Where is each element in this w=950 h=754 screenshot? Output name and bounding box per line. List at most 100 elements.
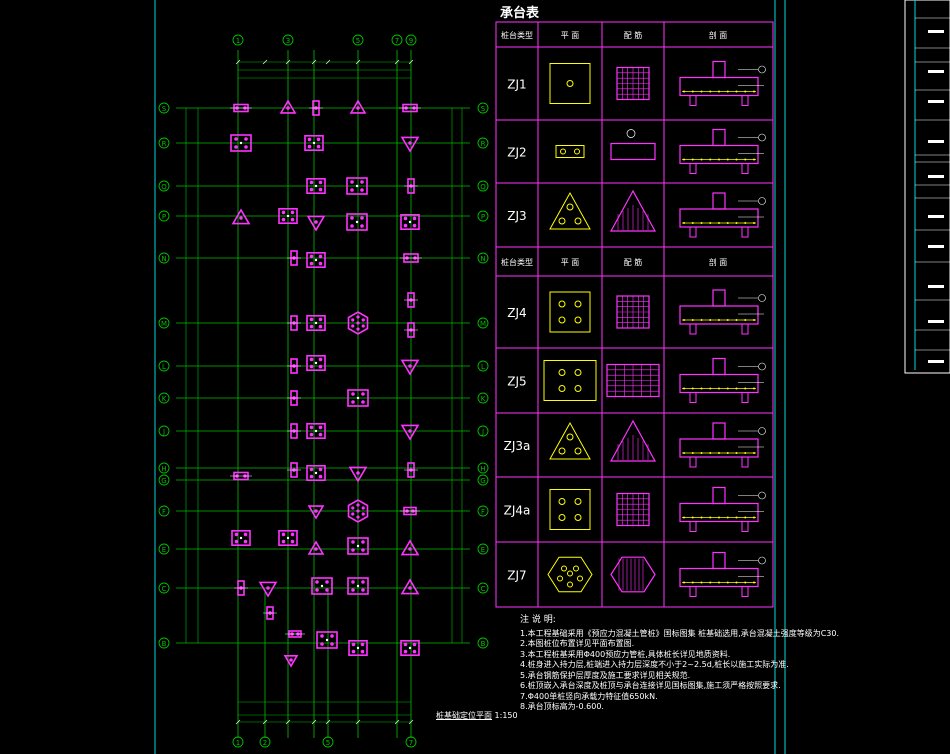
cap-plan-outline: [549, 291, 591, 333]
section-rebar-dot: [691, 387, 694, 390]
section-rebar-dot: [753, 90, 755, 93]
grid-bubble-label: S: [162, 105, 167, 113]
pile-cap: [306, 178, 326, 195]
section-rebar-dot: [744, 90, 747, 93]
table-header-cell: 桩台类型: [501, 30, 533, 40]
cap-center: [356, 396, 360, 400]
cap-plan-pile: [558, 514, 566, 521]
cap-plan-outline: [549, 489, 591, 530]
cap-center: [239, 536, 243, 540]
table-header-cell: 配 筋: [624, 257, 643, 267]
pile-cap: [400, 424, 420, 441]
pile-point: [360, 649, 365, 654]
section-rebar-dot: [691, 158, 694, 161]
grid-bubble-label: C: [162, 585, 167, 593]
grid-bubble: [158, 474, 170, 486]
pile-cap: [347, 537, 369, 555]
pile-point: [412, 642, 417, 647]
section-rebar-dot: [726, 516, 729, 519]
pile-point: [403, 642, 408, 647]
pile-cap: [283, 654, 299, 668]
cap-plan-outline: [549, 191, 591, 230]
section-pile: [689, 95, 697, 106]
title-block-mark: [928, 175, 944, 178]
title-block-mark: [928, 320, 944, 323]
grid-bubble: [158, 252, 170, 264]
cap-table-title: 承台表: [500, 6, 540, 21]
pile-point: [356, 315, 360, 319]
table-header-cell: 桩台类型: [501, 257, 533, 267]
pile-cap: [400, 578, 420, 595]
grid-bubble: [405, 34, 417, 46]
section-rebar-dot: [683, 158, 685, 161]
section-rebar-dot: [691, 319, 694, 321]
section-column: [712, 422, 726, 440]
pile-point: [318, 474, 323, 479]
pile-point: [318, 467, 323, 472]
section-rebar-dot: [700, 222, 703, 224]
pile-point: [316, 137, 321, 142]
cap-center: [356, 544, 360, 548]
pile-point: [315, 588, 319, 592]
pile-point: [309, 357, 314, 362]
pile-point: [350, 180, 354, 184]
pile-point: [360, 180, 364, 184]
pile-cap: [400, 214, 420, 231]
note-line: 5.承台钢筋保护层厚度及施工要求详见相关规范.: [520, 670, 691, 680]
cap-plan-pile: [574, 148, 580, 155]
table-header-cell: 配 筋: [624, 30, 643, 40]
pile-cap: [400, 136, 420, 153]
note-line: 7.Φ400单桩竖向承载力特征值650kN.: [520, 691, 658, 701]
grid-bubble: [158, 462, 170, 474]
section-rebar-dot: [691, 581, 694, 584]
grid-bubble-label: 7: [409, 739, 413, 747]
dimension-tick: [355, 59, 361, 65]
grid-bubble: [259, 736, 271, 748]
section-pile: [689, 586, 697, 597]
section-cap: [679, 438, 759, 458]
pile-point: [309, 474, 314, 479]
pile-cap: [346, 177, 368, 195]
pile-point: [351, 580, 355, 584]
pile-cap: [258, 581, 278, 598]
section-rebar-dot: [753, 516, 755, 519]
grid-bubble-label: K: [162, 395, 167, 403]
section-rebar-dot: [683, 452, 685, 454]
grid-bubble: [158, 102, 170, 114]
grid-bubble-label: 1: [236, 739, 240, 747]
section-rebar-dot: [753, 158, 755, 161]
pile-point: [351, 392, 355, 396]
dimension-tick: [394, 719, 400, 725]
section-rebar-dot: [709, 222, 712, 224]
pile-point: [316, 144, 321, 149]
pile-cap: [278, 529, 298, 546]
section-rebar-dot: [744, 387, 747, 390]
section-rebar-dot: [735, 90, 738, 93]
pile-point: [309, 467, 314, 472]
section-callout: [758, 556, 766, 565]
pile-point: [403, 216, 408, 221]
pile-cap: [279, 99, 297, 114]
section-rebar-dot: [753, 581, 755, 584]
pile-point: [320, 634, 324, 638]
pile-cap: [304, 135, 324, 152]
section-cap: [679, 305, 759, 325]
section-rebar-dot: [700, 158, 703, 161]
pile-cap: [348, 466, 368, 483]
cap-center: [314, 321, 318, 325]
grid-bubble: [352, 34, 364, 46]
section-pile: [741, 163, 749, 174]
section-column: [712, 60, 726, 79]
pile-point: [330, 642, 334, 646]
grid-bubble: [477, 474, 489, 486]
cap-type-label: ZJ1: [507, 78, 526, 92]
section-rebar-dot: [691, 90, 694, 93]
pile-point: [318, 425, 323, 430]
section-rebar-dot: [735, 222, 738, 224]
grid-bubble-label: N: [480, 255, 485, 263]
dimension-tick: [408, 59, 414, 65]
cap-plan-pile: [560, 148, 566, 155]
pile-cap: [347, 577, 369, 595]
plan-title-text: 桩基础定位平面: [436, 711, 492, 720]
title-block-mark: [928, 30, 944, 33]
